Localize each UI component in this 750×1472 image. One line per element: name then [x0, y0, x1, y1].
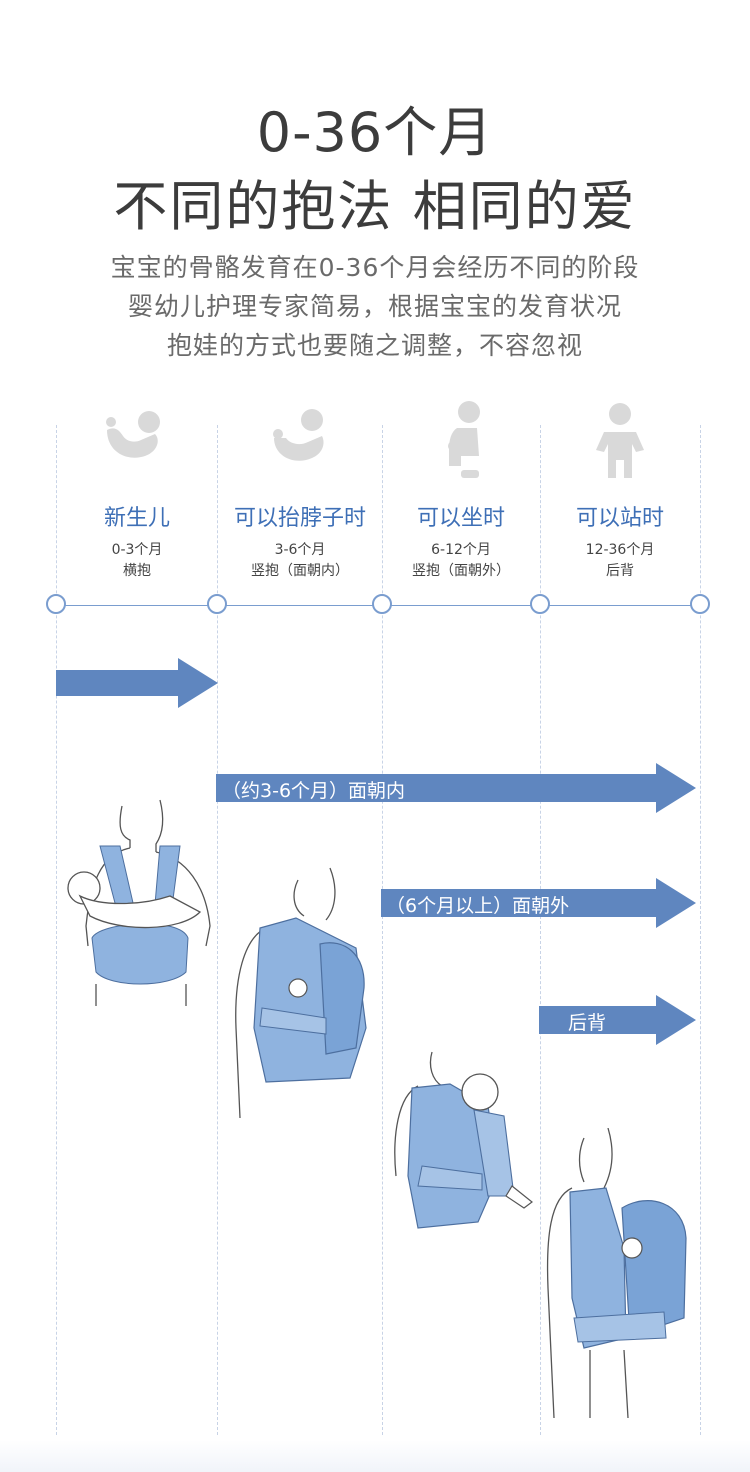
page-title-line1: 0-36个月: [256, 101, 494, 164]
stage-standing: 可以站时 12-36个月 后背: [535, 400, 705, 582]
guide-line: [382, 425, 383, 1435]
subtitle-line-2: 婴幼儿护理专家简易，根据宝宝的发育状况: [127, 292, 622, 321]
stage-head-up: 可以抬脖子时 3-6个月 竖抱（面朝内）: [215, 400, 385, 582]
baby-head-up-icon: [273, 409, 324, 461]
guide-line: [540, 425, 541, 1435]
arrow-back: [539, 995, 696, 1045]
stage-age: 12-36个月: [585, 542, 655, 558]
bottom-band: [0, 1440, 750, 1472]
newborn-lying-icon: [106, 411, 160, 458]
stage-title: 可以站时: [575, 506, 664, 531]
stage-mode: 后背: [606, 563, 634, 579]
arrow-face-in: [216, 763, 696, 813]
timeline-node: [530, 594, 550, 614]
stage-title: 新生儿: [103, 506, 170, 531]
stage-age: 0-3个月: [111, 542, 163, 558]
guide-line: [56, 425, 57, 1435]
face-out-illustration: [394, 1051, 533, 1229]
arrow-label-face-in: （约3-6个月）面朝内: [222, 780, 406, 802]
timeline-node: [46, 594, 66, 614]
page-subtitle: 宝宝的骨骼发育在0-36个月会经历不同的阶段 婴幼儿护理专家简易，根据宝宝的发育…: [0, 248, 750, 365]
arrow-newborn: [56, 658, 218, 708]
stage-age: 6-12个月: [431, 542, 491, 558]
stage-newborn: 新生儿 0-3个月 横抱: [52, 400, 222, 582]
baby-sitting-icon: [448, 401, 480, 478]
back-carry-illustration: [546, 1128, 687, 1419]
subtitle-line-3: 抱娃的方式也要随之调整，不容忽视: [166, 331, 583, 360]
subtitle-line-1: 宝宝的骨骼发育在0-36个月会经历不同的阶段: [110, 253, 640, 282]
stage-sitting: 可以坐时 6-12个月 竖抱（面朝外）: [376, 400, 546, 582]
stage-mode: 横抱: [123, 563, 151, 579]
guide-line: [217, 425, 218, 1435]
arrow-label-back: 后背: [568, 1012, 607, 1034]
timeline-node: [690, 594, 710, 614]
stage-mode: 竖抱（面朝内）: [251, 563, 349, 579]
guide-line: [700, 425, 701, 1435]
arrow-label-face-out: （6个月以上）面朝外: [386, 895, 570, 917]
stage-mode: 竖抱（面朝外）: [412, 563, 510, 579]
page-title-line2: 不同的抱法 相同的爱: [113, 175, 637, 238]
child-standing-icon: [596, 403, 644, 478]
stage-title: 可以抬脖子时: [233, 506, 366, 531]
timeline-node: [372, 594, 392, 614]
timeline-node: [207, 594, 227, 614]
stage-title: 可以坐时: [416, 506, 505, 531]
newborn-hold-illustration: [67, 799, 211, 1006]
stage-age: 3-6个月: [274, 542, 326, 558]
arrow-face-out: [381, 878, 696, 928]
face-in-illustration: [235, 867, 367, 1119]
